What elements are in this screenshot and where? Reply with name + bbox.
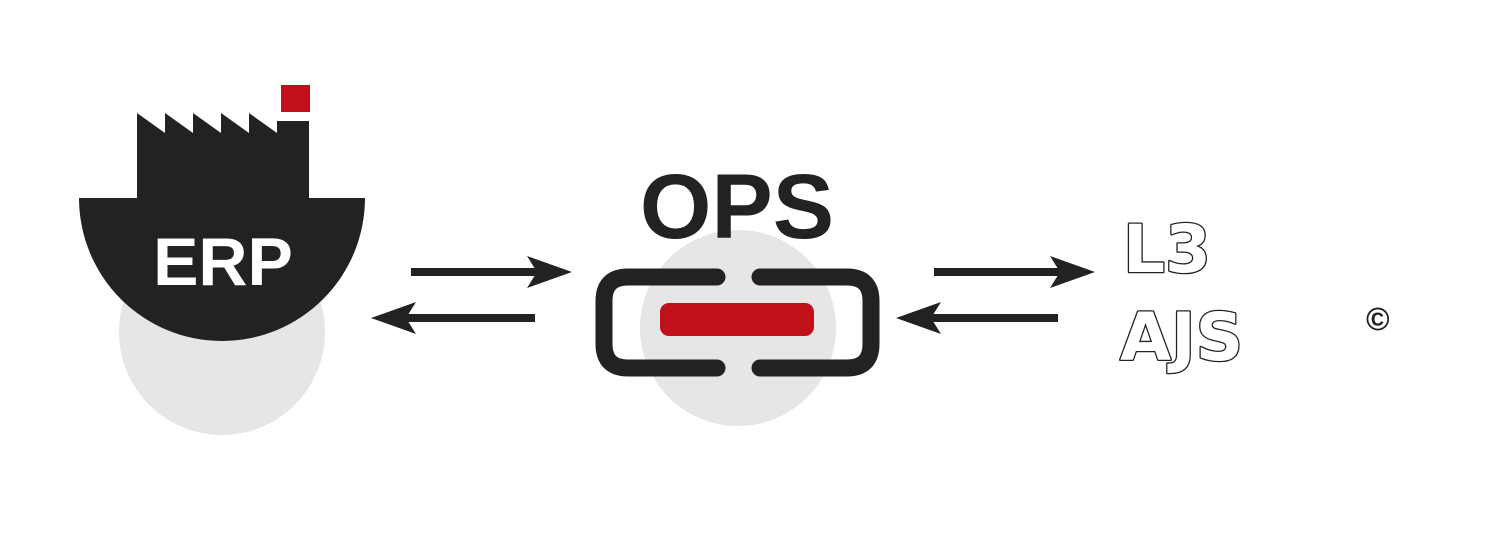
arrow-ops-to-erp [371, 302, 535, 334]
l3-ajs-node: L3 AJS © [1119, 210, 1390, 378]
factory-body [79, 113, 365, 341]
erp-label: ERP [153, 224, 293, 300]
chain-link-right [751, 268, 880, 377]
ops-node: OPS [595, 156, 880, 426]
chain-link-left [595, 268, 726, 377]
arrow-ops-to-l3 [934, 256, 1095, 288]
chain-link-center-bar [660, 303, 814, 336]
copyright-symbol: © [1366, 301, 1390, 337]
arrow-l3-to-ops [896, 302, 1058, 334]
factory-icon [79, 85, 365, 341]
ops-l3-arrows [896, 256, 1095, 334]
ajs-label: AJS [1120, 299, 1243, 376]
chain-link-icon [595, 268, 880, 377]
erp-ops-arrows [371, 256, 572, 334]
l3-label: L3 [1123, 211, 1211, 288]
erp-node: ERP [79, 85, 365, 435]
arrow-erp-to-ops [411, 256, 572, 288]
factory-chimney-accent [281, 85, 310, 112]
ops-label: OPS [640, 156, 834, 258]
